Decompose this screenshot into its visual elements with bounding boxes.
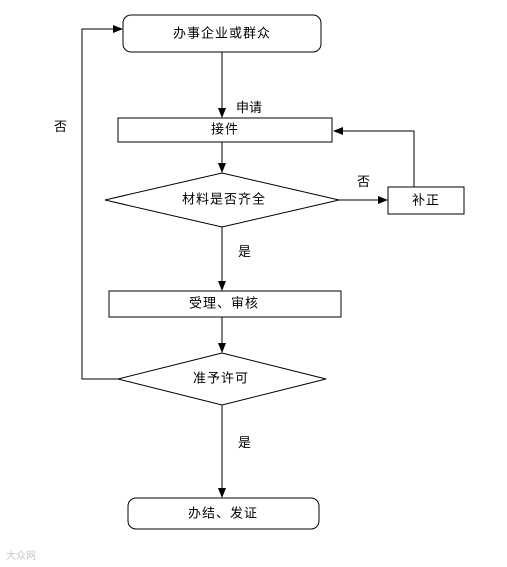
edge-label-apply: 申请 [236,101,263,116]
supplement-node-label: 补正 [411,193,441,209]
check-decision-label: 材料是否齐全 [181,192,267,208]
watermark: 大众网 [6,551,36,562]
arrow-approve-to-start [81,25,123,380]
supplement-node [387,186,465,215]
edge-label-check-no: 否 [357,175,371,190]
end-node-label: 办结、发证 [187,506,259,522]
edge-label-approve-yes: 是 [238,436,252,451]
start-node-label: 办事企业或群众 [172,26,272,42]
review-node-label: 受理、审核 [188,296,260,312]
arrow-supplement-to-receive [333,127,415,187]
edge-label-approve-no: 否 [54,120,68,135]
receive-node-label: 接件 [210,122,240,138]
edge-label-check-yes: 是 [238,245,252,260]
approve-decision-label: 准予许可 [192,371,250,387]
end-node [127,497,320,530]
approve-decision [117,352,327,406]
receive-node [117,117,333,143]
review-node [108,290,342,318]
